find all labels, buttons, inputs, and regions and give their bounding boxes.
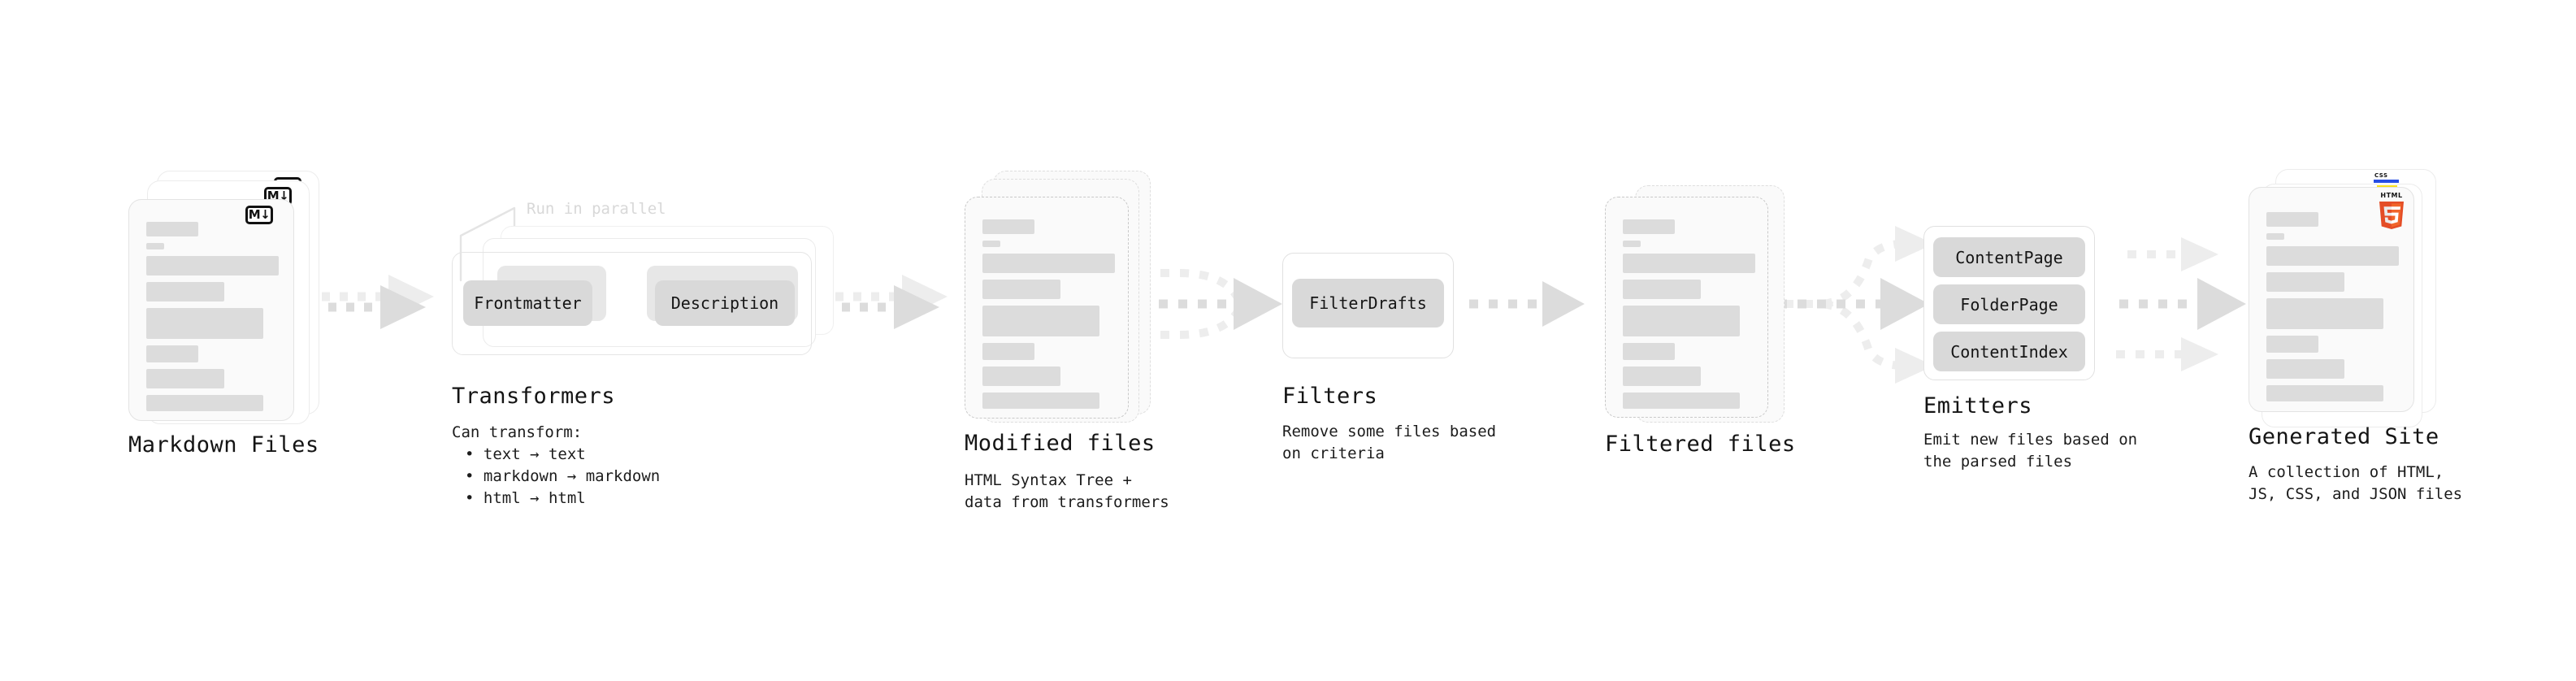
file-bar bbox=[2266, 246, 2399, 266]
filters-subtitle: Remove some files based on criteria bbox=[1282, 423, 1497, 462]
transformer-chip-frontmatter-label: Frontmatter bbox=[474, 293, 582, 313]
stage-title-filtered-files: Filtered files bbox=[1605, 432, 1796, 457]
stage-title-emitters: Emitters bbox=[1923, 393, 2033, 419]
file-bar bbox=[146, 222, 198, 236]
markdown-badge-arrow-back-1: ↓ bbox=[279, 189, 289, 203]
generated-site-subtitle: A collection of HTML, JS, CSS, and JSON … bbox=[2249, 463, 2463, 503]
file-bar bbox=[1623, 393, 1740, 409]
file-bar bbox=[982, 280, 1060, 299]
file-bar bbox=[1623, 241, 1641, 247]
file-bar bbox=[2266, 336, 2318, 353]
file-bar bbox=[2266, 272, 2344, 292]
filters-chip-filterdrafts[interactable]: FilterDrafts bbox=[1292, 279, 1444, 327]
css-badge-label: CSS bbox=[2374, 172, 2388, 179]
file-bar bbox=[2266, 385, 2383, 401]
connector-markdown-to-transformers bbox=[310, 275, 434, 329]
file-bar bbox=[146, 243, 164, 249]
stage-title-markdown-files: Markdown Files bbox=[128, 432, 319, 458]
site-file-front bbox=[2249, 187, 2414, 412]
transformer-chip-frontmatter[interactable]: Frontmatter bbox=[463, 280, 592, 326]
connector-filters-to-filtered bbox=[1469, 281, 1585, 327]
file-bar bbox=[146, 369, 224, 388]
markdown-badge-label-back-1: M bbox=[267, 189, 280, 203]
emitters-chip-folderpage-label: FolderPage bbox=[1960, 294, 2058, 314]
file-bar bbox=[982, 306, 1099, 336]
transformers-bullet-1: • markdown → markdown bbox=[465, 467, 661, 485]
file-bar bbox=[982, 219, 1034, 234]
connector-filtered-to-emitters bbox=[1778, 226, 1934, 384]
stage-title-filters: Filters bbox=[1282, 384, 1378, 409]
stage-title-modified-files: Modified files bbox=[965, 431, 1156, 456]
stage-title-transformers: Transformers bbox=[452, 384, 616, 409]
css-badge: CSS bbox=[2374, 171, 2399, 184]
file-bar bbox=[1623, 367, 1701, 386]
transformer-chip-description-label: Description bbox=[670, 293, 779, 313]
modified-files-subtitle: HTML Syntax Tree + data from transformer… bbox=[965, 471, 1169, 511]
connector-transformers-to-modified bbox=[824, 275, 948, 329]
file-bar bbox=[982, 343, 1034, 360]
connector-modified-to-filters bbox=[1139, 269, 1282, 339]
emitters-subtitle: Emit new files based on the parsed files bbox=[1923, 431, 2138, 471]
file-bar bbox=[146, 256, 279, 275]
emitters-chip-contentpage-label: ContentPage bbox=[1955, 247, 2063, 267]
html5-badge-label: HTML bbox=[2380, 192, 2403, 199]
file-bar bbox=[982, 367, 1060, 386]
file-bar bbox=[2266, 212, 2318, 227]
run-in-parallel-label: Run in parallel bbox=[527, 200, 666, 218]
transformer-group-front bbox=[452, 252, 812, 355]
file-bar bbox=[146, 308, 263, 339]
markdown-file-front bbox=[128, 199, 294, 421]
html5-badge: HTML bbox=[2378, 192, 2405, 229]
markdown-badge-front: M↓ bbox=[245, 206, 273, 224]
file-bar bbox=[1623, 219, 1675, 234]
file-bar bbox=[982, 241, 1000, 247]
transformers-bullet-0: • text → text bbox=[465, 445, 586, 463]
emitters-chip-contentpage[interactable]: ContentPage bbox=[1933, 237, 2085, 277]
emitters-chip-folderpage[interactable]: FolderPage bbox=[1933, 284, 2085, 324]
emitters-chip-contentindex-label: ContentIndex bbox=[1950, 341, 2068, 362]
emitters-chip-contentindex[interactable]: ContentIndex bbox=[1933, 332, 2085, 371]
file-bar bbox=[146, 345, 198, 362]
transformer-chip-description[interactable]: Description bbox=[655, 280, 795, 326]
markdown-badge-arrow: ↓ bbox=[260, 207, 271, 222]
modified-file-front bbox=[965, 197, 1129, 419]
markdown-badge-label: M bbox=[248, 207, 261, 222]
file-bar bbox=[982, 393, 1099, 409]
filtered-file-front bbox=[1605, 197, 1768, 418]
file-bar bbox=[2266, 298, 2383, 329]
file-bar bbox=[2266, 359, 2344, 379]
file-bar bbox=[1623, 306, 1740, 336]
file-bar bbox=[1623, 343, 1675, 360]
file-bar bbox=[146, 282, 224, 301]
transformers-bullet-2: • html → html bbox=[465, 489, 586, 507]
file-bar bbox=[982, 254, 1115, 273]
file-bar bbox=[1623, 254, 1755, 273]
file-bar bbox=[146, 395, 263, 411]
stage-title-generated-site: Generated Site bbox=[2249, 424, 2439, 449]
file-bar bbox=[2266, 233, 2284, 240]
file-bar bbox=[1623, 280, 1701, 299]
filters-chip-filterdrafts-label: FilterDrafts bbox=[1309, 293, 1427, 313]
connector-emitters-to-site bbox=[2116, 237, 2246, 371]
transformers-subtitle: Can transform: bbox=[452, 423, 583, 441]
